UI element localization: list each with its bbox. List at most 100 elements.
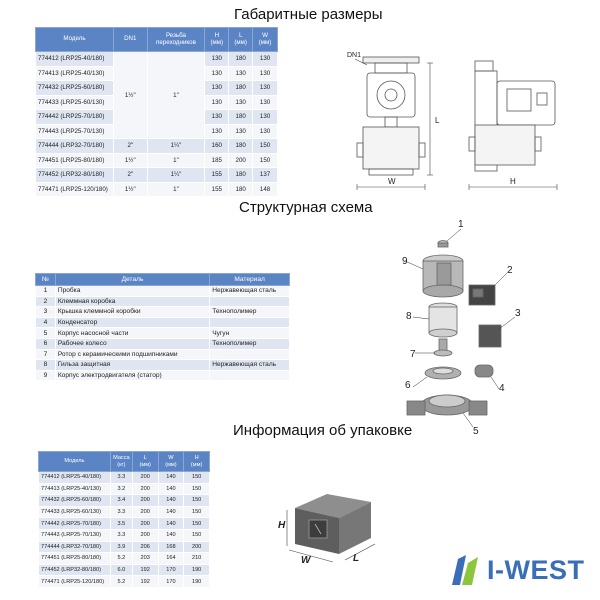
cell-w: 140 (157, 505, 185, 519)
cell-dn1: 2" (112, 167, 148, 183)
cell-num: 8 (35, 359, 56, 371)
cell-w: 130 (252, 109, 278, 125)
col-part: Деталь (54, 273, 211, 286)
cell-l: 203 (131, 552, 159, 565)
packaging-table: Модель Масса(кг) L(мм) W(мм) H(мм) 77441… (38, 451, 210, 588)
callout-2: 2 (507, 265, 513, 276)
l-dimension-label: L (435, 116, 440, 125)
cell-l: 130 (228, 123, 254, 139)
cell-num: 5 (35, 327, 56, 339)
cell-material (209, 369, 290, 382)
cell-model: 774444 (LRP32-70/180) (35, 138, 114, 154)
cell-model: 774471 (LRP25-120/180) (35, 181, 114, 197)
cell-mass: 3.4 (109, 494, 133, 507)
cell-w: 150 (252, 138, 278, 154)
cell-model: 774413 (LRP25-40/130) (38, 482, 111, 496)
cell-material: Технополимер (209, 306, 290, 318)
cell-w: 137 (252, 167, 278, 183)
cell-part: Конденсатор (54, 316, 211, 329)
cell-l: 180 (228, 181, 254, 197)
cell-h: 130 (204, 80, 230, 96)
cell-w: 150 (252, 152, 278, 168)
cell-h: 130 (204, 94, 230, 110)
cell-model: 774452 (LRP32-80/180) (38, 563, 111, 577)
cell-dn1: 1½" (112, 51, 148, 139)
packaging-title: Информация об упаковке (233, 422, 413, 439)
cell-l: 200 (131, 517, 159, 530)
cell-w: 164 (157, 552, 185, 565)
h-dimension-label: H (510, 177, 516, 186)
cell-w: 170 (157, 563, 185, 577)
cell-w: 130 (252, 51, 278, 67)
cell-model: 774432 (LRP25-60/180) (35, 80, 114, 96)
cell-h: 160 (204, 138, 230, 154)
cell-model: 774444 (LRP32-70/180) (38, 540, 111, 554)
cell-h: 190 (183, 575, 210, 588)
cell-model: 774433 (LRP25-60/130) (38, 505, 111, 519)
cell-material (209, 348, 290, 361)
cell-thread: 1¼" (146, 138, 206, 154)
cell-h: 150 (183, 482, 210, 496)
cell-material (209, 316, 290, 329)
cell-w: 130 (252, 123, 278, 139)
cell-w: 170 (157, 575, 185, 588)
pack-col-model: Модель (38, 451, 111, 472)
cell-l: 180 (228, 80, 254, 96)
cell-h: 150 (183, 517, 210, 530)
col-thread: Резьба переходников (146, 27, 206, 52)
cell-l: 200 (131, 482, 159, 496)
col-w: W(мм) (252, 27, 278, 52)
cell-material (209, 295, 290, 308)
cell-model: 774452 (LRP32-80/180) (35, 167, 114, 183)
cell-thread: 1" (146, 181, 206, 197)
cell-model: 774443 (LRP25-70/130) (35, 123, 114, 139)
cell-mass: 3.2 (109, 482, 133, 496)
cell-thread: 1¼" (146, 167, 206, 183)
cell-l: 180 (228, 51, 254, 67)
cell-num: 1 (35, 285, 56, 297)
box-l-label: L (353, 553, 360, 564)
col-model: Модель (35, 27, 114, 52)
cell-l: 200 (131, 494, 159, 507)
cell-num: 3 (35, 306, 56, 318)
callout-4: 4 (499, 383, 505, 394)
cell-l: 200 (131, 505, 159, 519)
cell-num: 4 (35, 316, 56, 329)
cell-model: 774471 (LRP25-120/180) (38, 575, 111, 588)
brand-name: I-WEST (487, 555, 585, 585)
cell-part: Крышка клеммной коробки (54, 306, 211, 318)
dimension-drawing: DN1 L W H (347, 52, 558, 190)
pack-col-w: W(мм) (157, 451, 185, 472)
cell-mass: 5.2 (109, 552, 133, 565)
cell-w: 140 (157, 471, 185, 484)
dimensions-table: Модель DN1 Резьба переходников H(мм) L(м… (35, 27, 278, 197)
cell-model: 774442 (LRP25-70/180) (38, 517, 111, 530)
cell-thread: 1" (146, 51, 206, 139)
cell-l: 206 (131, 540, 159, 554)
col-l: L(мм) (228, 27, 254, 52)
cell-l: 130 (228, 65, 254, 81)
cell-num: 7 (35, 348, 56, 361)
cell-l: 130 (228, 94, 254, 110)
cell-mass: 3.3 (109, 471, 133, 484)
cell-h: 130 (204, 51, 230, 67)
cell-h: 130 (204, 109, 230, 125)
cell-mass: 3.5 (109, 517, 133, 530)
cell-material: Технополимер (209, 337, 290, 350)
callout-1: 1 (458, 219, 464, 230)
cell-part: Ротор с керамическими подшипниками (54, 348, 211, 361)
